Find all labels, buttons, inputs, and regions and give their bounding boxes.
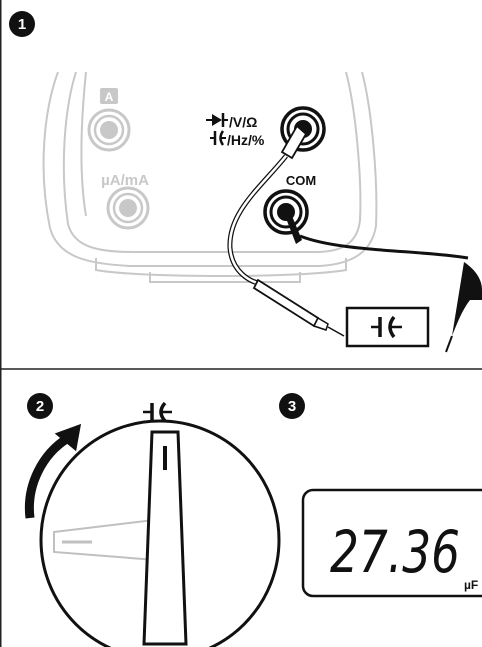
red-test-lead — [227, 124, 345, 337]
step-1-badge: 1 — [9, 11, 35, 37]
meter-housing — [42, 71, 378, 283]
step-3-badge: 3 — [279, 393, 305, 419]
microamp-terminal-label: µA/mA — [101, 172, 149, 189]
step-2-number: 2 — [36, 398, 44, 415]
capacitor-icon — [371, 315, 402, 339]
rotary-dial[interactable] — [39, 419, 281, 647]
capacitor-symbol-box — [345, 306, 430, 348]
dial-capacitor-icon — [143, 401, 172, 423]
volt-terminal-label: /V/Ω /Hz/% — [206, 113, 265, 148]
capacitor-small-icon — [210, 130, 226, 146]
step-2-badge: 2 — [27, 393, 53, 419]
step-1-number: 1 — [18, 16, 26, 33]
lcd-reading: 27.36 — [330, 518, 460, 586]
com-terminal-label: COM — [286, 173, 316, 188]
microamp-terminal: µA/mA — [101, 172, 150, 230]
amp-terminal-label: A — [105, 90, 114, 104]
volt-label-line1: /V/Ω — [229, 114, 257, 130]
black-test-lead — [282, 208, 482, 353]
rotation-arrow-icon — [24, 423, 82, 519]
lcd-display: 27.36 µF — [301, 488, 482, 598]
volt-label-line2: /Hz/% — [227, 132, 265, 148]
amp-terminal: A — [87, 88, 131, 152]
lcd-unit: µF — [464, 578, 478, 592]
diode-icon — [206, 113, 228, 127]
step-3-number: 3 — [288, 398, 296, 415]
